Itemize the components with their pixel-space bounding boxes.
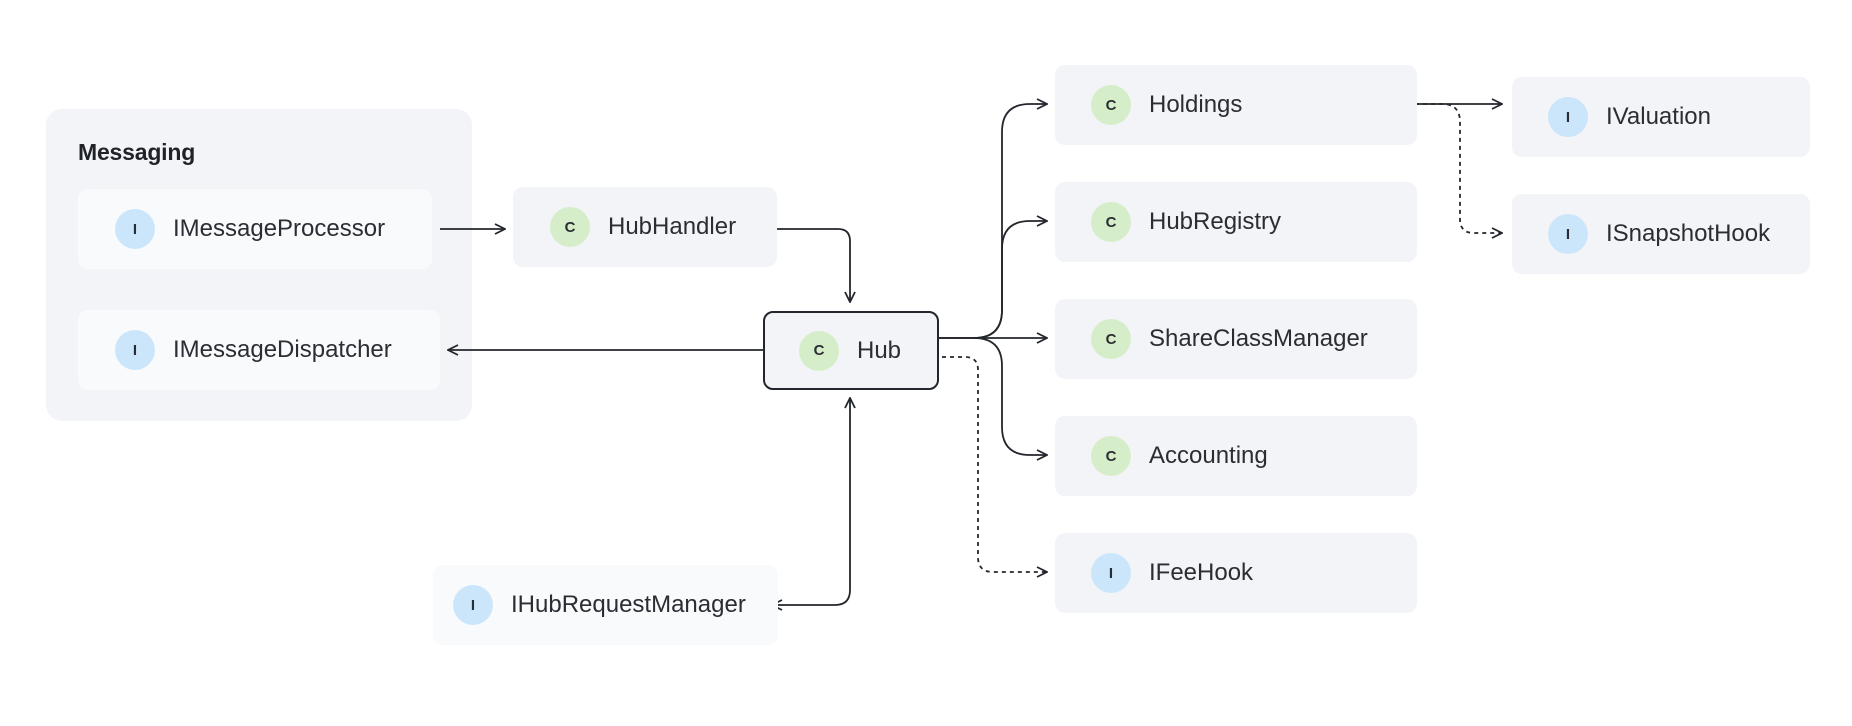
node-ifeehook[interactable]: I IFeeHook: [1055, 533, 1417, 613]
node-holdings[interactable]: C Holdings: [1055, 65, 1417, 145]
node-label: IFeeHook: [1149, 559, 1254, 586]
node-hub[interactable]: C Hub: [763, 311, 939, 390]
edge-hub-ihubrequestmanager: [772, 398, 850, 605]
edge-holdings-isnapshothook: [1415, 103, 1502, 233]
node-imessageprocessor[interactable]: I IMessageProcessor: [78, 189, 432, 269]
node-label: HubRegistry: [1149, 208, 1282, 235]
node-label: IMessageProcessor: [173, 215, 386, 242]
edge-hubhandler-hub: [777, 228, 850, 302]
interface-badge-icon: I: [453, 585, 493, 625]
node-label: HubHandler: [608, 213, 737, 240]
interface-badge-icon: I: [115, 330, 155, 370]
interface-badge-icon: I: [1548, 214, 1588, 254]
class-badge-icon: C: [1091, 436, 1131, 476]
interface-badge-icon: I: [115, 209, 155, 249]
node-ihubrequestmanager[interactable]: I IHubRequestManager: [433, 565, 778, 645]
node-imessagedispatcher[interactable]: I IMessageDispatcher: [78, 310, 440, 390]
messaging-group-title: Messaging: [78, 139, 196, 165]
node-label: IHubRequestManager: [511, 591, 746, 618]
node-accounting[interactable]: C Accounting: [1055, 416, 1417, 496]
node-label: Hub: [857, 336, 902, 364]
class-badge-icon: C: [1091, 85, 1131, 125]
node-label: IMessageDispatcher: [173, 336, 392, 363]
class-badge-icon: C: [550, 207, 590, 247]
class-badge-icon: C: [1091, 319, 1131, 359]
class-badge-icon: C: [1091, 202, 1131, 242]
node-shareclassmanager[interactable]: C ShareClassManager: [1055, 299, 1417, 379]
node-ivaluation[interactable]: I IValuation: [1512, 77, 1810, 157]
node-label: ISnapshotHook: [1606, 220, 1771, 247]
edge-hub-hubregistry: [973, 221, 1047, 339]
interface-badge-icon: I: [1091, 553, 1131, 593]
node-label: IValuation: [1606, 103, 1711, 130]
class-badge-icon: C: [799, 330, 839, 371]
node-label: ShareClassManager: [1149, 325, 1368, 352]
node-hubhandler[interactable]: C HubHandler: [513, 187, 777, 267]
node-isnapshothook[interactable]: I ISnapshotHook: [1512, 194, 1810, 274]
node-label: Accounting: [1149, 442, 1268, 469]
node-hubregistry[interactable]: C HubRegistry: [1055, 182, 1417, 262]
node-label: Holdings: [1149, 91, 1243, 118]
edge-hub-accounting: [973, 337, 1047, 455]
interface-badge-icon: I: [1548, 97, 1588, 137]
edge-hub-ifeehook: [942, 356, 1047, 572]
